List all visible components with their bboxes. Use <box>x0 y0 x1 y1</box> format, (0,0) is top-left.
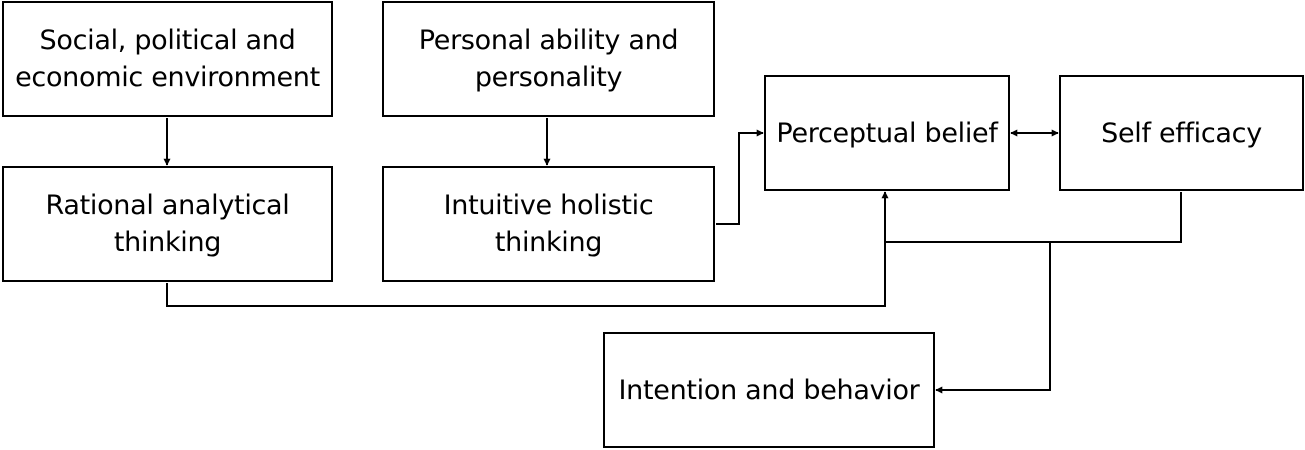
node-label: Intention and behavior <box>618 374 920 406</box>
node-intention-behavior: Intention and behavior <box>603 332 935 448</box>
node-label: Perceptual belief <box>776 117 998 149</box>
node-text-line: thinking <box>113 227 222 258</box>
arrow-junction-to-intention <box>935 242 1051 394</box>
node-text-line: personality <box>474 62 623 93</box>
arrow-rational-to-perceptual <box>166 191 889 307</box>
node-rational-analytical: Rational analytical thinking <box>2 166 333 282</box>
node-text-line: Social, political and <box>39 25 296 56</box>
connector-self-efficacy-junction <box>885 192 1182 243</box>
node-text-line: Rational analytical <box>45 190 290 221</box>
node-text-line: economic environment <box>15 62 320 93</box>
node-text-line: thinking <box>494 227 603 258</box>
node-intuitive-holistic: Intuitive holistic thinking <box>382 166 715 282</box>
node-personal-ability: Personal ability and personality <box>382 1 715 117</box>
node-self-efficacy: Self efficacy <box>1059 75 1304 191</box>
node-perceptual-belief: Perceptual belief <box>764 75 1010 191</box>
node-text-line: Intuitive holistic <box>443 190 654 221</box>
node-text-line: Personal ability and <box>418 25 679 56</box>
node-social-political-economic: Social, political and economic environme… <box>2 1 333 117</box>
arrow-intuitive-to-perceptual <box>716 129 764 225</box>
node-label: Self efficacy <box>1101 117 1262 149</box>
